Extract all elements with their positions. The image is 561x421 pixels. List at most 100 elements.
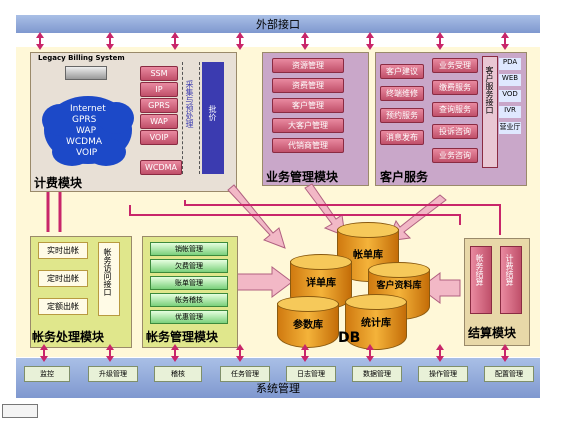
connector-arrow xyxy=(501,344,509,362)
cloud-line-4: WCDMA xyxy=(66,137,103,147)
biz-item-tariff[interactable]: 资费管理 xyxy=(272,78,344,93)
cs-left-4[interactable]: 消息发布 xyxy=(380,130,424,145)
external-interface-label: 外部接口 xyxy=(256,18,300,31)
connector-arrow xyxy=(106,32,114,50)
db-label: DB xyxy=(338,330,361,346)
cs-mid-2[interactable]: 缴费服务 xyxy=(432,80,478,95)
settlement-item-2[interactable] xyxy=(500,246,522,314)
source-ip[interactable]: IP xyxy=(140,82,178,97)
external-interface-bar: 外部接口 xyxy=(16,15,540,33)
cloud-line-5: VOIP xyxy=(76,148,98,158)
bottom-connectors xyxy=(40,344,509,362)
account-access-column xyxy=(98,242,120,316)
connector-arrow xyxy=(436,344,444,362)
connector-arrow xyxy=(236,32,244,50)
acct-mgmt-item-2[interactable]: 欠费管理 xyxy=(150,259,228,273)
channel-2[interactable]: WEB xyxy=(499,74,521,86)
cs-interface-label: 客户服务接口 xyxy=(485,66,494,114)
db-cylinder-bill-label: 帐单库 xyxy=(353,250,383,261)
business-management-label: 业务管理模块 xyxy=(266,170,339,184)
legacy-billing-label: Legacy Billing System xyxy=(38,54,125,62)
arrow-settlement-to-db xyxy=(419,272,461,304)
acct-mgmt-item-4[interactable]: 帐务稽核 xyxy=(150,293,228,307)
cloud-line-3: WAP xyxy=(76,126,96,136)
cloud-line-2: GPRS xyxy=(72,115,97,125)
sys-item-monitor[interactable]: 监控 xyxy=(24,366,70,382)
channel-1[interactable]: PDA xyxy=(499,58,521,70)
sys-item-config[interactable]: 配置管理 xyxy=(484,366,534,382)
source-voip[interactable]: VOIP xyxy=(140,130,178,145)
cs-mid-5[interactable]: 业务咨询 xyxy=(432,148,478,163)
cs-mid-1[interactable]: 业务受理 xyxy=(432,58,478,73)
settlement-item-1-label: 帐务结算 xyxy=(475,254,484,286)
sys-item-task[interactable]: 任务管理 xyxy=(220,366,270,382)
cs-left-3[interactable]: 预约服务 xyxy=(380,108,424,123)
acct-mgmt-item-5[interactable]: 优惠管理 xyxy=(150,310,228,324)
system-management-label: 系统管理 xyxy=(256,382,300,395)
cs-interface-column xyxy=(482,56,498,168)
channel-4[interactable]: IVR xyxy=(499,106,521,118)
biz-item-agent[interactable]: 代销商管理 xyxy=(272,138,344,153)
top-connectors xyxy=(36,32,509,50)
acct-mgmt-item-3[interactable]: 账单管理 xyxy=(150,276,228,290)
network-cloud xyxy=(42,96,134,166)
connector-arrow xyxy=(171,344,179,362)
settlement-item-1[interactable] xyxy=(470,246,492,314)
arrow-account-to-db xyxy=(229,266,293,298)
rating-column xyxy=(202,62,224,174)
cloud-line-1: Internet xyxy=(70,104,106,114)
sys-item-operation[interactable]: 操作管理 xyxy=(418,366,468,382)
db-cylinder-param: 参数库 xyxy=(277,296,339,348)
rating-label: 批价 xyxy=(208,105,217,121)
cs-mid-4[interactable]: 投诉咨询 xyxy=(432,124,478,139)
connector-arrow xyxy=(301,32,309,50)
billing-module-label: 计费模块 xyxy=(34,176,83,190)
acct-mgmt-item-1[interactable]: 销帐管理 xyxy=(150,242,228,256)
connector-line-right xyxy=(184,200,501,235)
db-cylinder-customer-label: 客户资料库 xyxy=(376,281,422,291)
sys-item-data[interactable]: 数据管理 xyxy=(352,366,402,382)
arrow-billing-to-db xyxy=(227,184,286,249)
sys-item-log[interactable]: 日志管理 xyxy=(286,366,336,382)
collect-column xyxy=(182,62,200,174)
acct-proc-item-2[interactable]: 定时出帐 xyxy=(38,270,88,287)
connector-arrow xyxy=(36,32,44,50)
source-ssm[interactable]: SSM xyxy=(140,66,178,81)
connector-arrow xyxy=(40,344,48,362)
cs-mid-3[interactable]: 查询服务 xyxy=(432,102,478,117)
cs-left-2[interactable]: 终端维修 xyxy=(380,86,424,101)
biz-item-customer[interactable]: 客户管理 xyxy=(272,98,344,113)
settlement-item-2-label: 计费结算 xyxy=(505,254,514,286)
account-management-label: 帐务管理模块 xyxy=(146,330,219,344)
acct-proc-item-3[interactable]: 定额出帐 xyxy=(38,298,88,315)
corner-icon xyxy=(2,404,38,418)
connector-arrow xyxy=(171,32,179,50)
connector-line-left xyxy=(129,205,461,225)
channel-3[interactable]: VOD xyxy=(499,90,521,102)
connector-arrow xyxy=(106,344,114,362)
sys-item-audit[interactable]: 稽核 xyxy=(154,366,202,382)
connector-arrow xyxy=(501,32,509,50)
source-gprs[interactable]: GPRS xyxy=(140,98,178,113)
acct-proc-item-1[interactable]: 实时出帐 xyxy=(38,242,88,259)
connector-arrow xyxy=(236,344,244,362)
side-connectors xyxy=(46,192,62,232)
connector-arrow xyxy=(436,32,444,50)
server-icon xyxy=(65,66,107,80)
biz-item-resource[interactable]: 资源管理 xyxy=(272,58,344,73)
source-wap[interactable]: WAP xyxy=(140,114,178,129)
source-wcdma[interactable]: WCDMA xyxy=(140,160,182,175)
customer-service-label: 客户服务 xyxy=(380,170,429,184)
db-cylinder-stats-label: 统计库 xyxy=(361,318,391,329)
cs-left-1[interactable]: 客户建议 xyxy=(380,64,424,79)
db-cylinder-detail-label: 详单库 xyxy=(306,278,336,289)
connector-arrow xyxy=(366,344,374,362)
channel-5[interactable]: 营业厅 xyxy=(499,122,521,134)
biz-item-key-customer[interactable]: 大客户管理 xyxy=(272,118,344,133)
collect-label: 采集与预处理 xyxy=(185,80,194,128)
sys-item-upgrade[interactable]: 升级管理 xyxy=(88,366,138,382)
db-cylinder-stats: 统计库 xyxy=(345,294,407,350)
db-cylinder-param-label: 参数库 xyxy=(293,320,323,331)
account-processing-label: 帐务处理模块 xyxy=(32,330,105,344)
connector-arrow xyxy=(301,344,309,362)
